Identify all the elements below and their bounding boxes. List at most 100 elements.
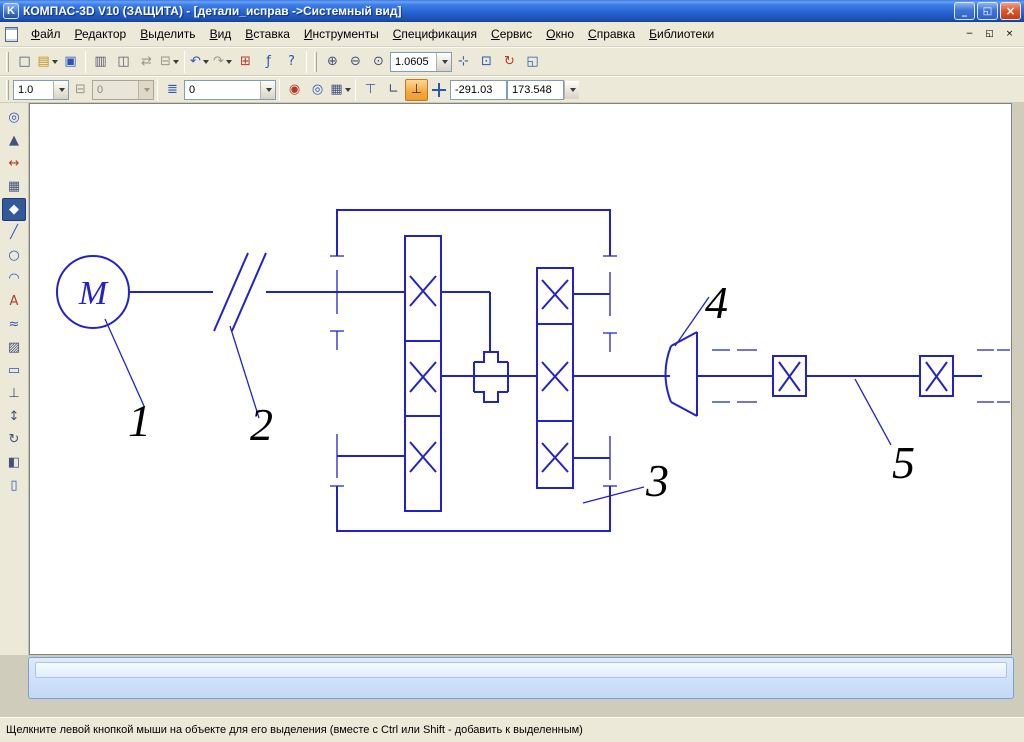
text-tool-button[interactable]: А: [2, 290, 26, 313]
combo-dropdown-button[interactable]: [260, 80, 275, 99]
print-button[interactable]: ▥: [89, 51, 112, 73]
circle-tool-button[interactable]: ○: [2, 244, 26, 267]
toolbar-grip[interactable]: [6, 79, 9, 100]
menu-item[interactable]: Редактор: [74, 27, 127, 41]
toolbar-grip[interactable]: [6, 51, 9, 72]
chevron-down-icon: [202, 59, 209, 64]
diagram-label-4[interactable]: 4: [705, 277, 728, 328]
library-manager-button[interactable]: ⊞: [234, 51, 257, 73]
diagram-label-3[interactable]: 3: [645, 455, 669, 506]
kinematic-diagram[interactable]: M 1 2 3 4 5: [30, 104, 1011, 654]
property-bar[interactable]: [28, 657, 1014, 699]
local-csys-button[interactable]: ⊤: [359, 79, 382, 101]
print-preview-button[interactable]: ◫: [112, 51, 135, 73]
combo-dropdown-button[interactable]: [53, 80, 68, 99]
mdi-restore-button[interactable]: ◱: [981, 27, 998, 42]
menu-item[interactable]: Файл: [31, 27, 61, 41]
title-bar[interactable]: K КОМПАС-3D V10 (ЗАЩИТА) - [детали_испра…: [0, 0, 1024, 22]
gear-block-left[interactable]: [404, 235, 442, 512]
global-snaps-button[interactable]: ◉: [283, 79, 306, 101]
dimension-tool-button[interactable]: ↕: [2, 405, 26, 428]
leader-lines[interactable]: [104, 296, 892, 504]
menu-bar: Файл Редактор Выделить Вид Вставка Инструмент…: [0, 22, 1024, 47]
open-document-button[interactable]: ▤: [36, 51, 59, 73]
coordinate-y-field[interactable]: 173.548: [507, 79, 564, 100]
zoom-scale-combo[interactable]: 1.0605: [390, 51, 452, 72]
sheet-tool-button[interactable]: ▯: [2, 474, 26, 497]
window-title: КОМПАС-3D V10 (ЗАЩИТА) - [детали_исправ …: [23, 4, 402, 18]
show-all-button[interactable]: ◱: [521, 51, 544, 73]
close-button[interactable]: ×: [1000, 2, 1021, 20]
perpendicular-tool-button[interactable]: ⊥: [2, 382, 26, 405]
menu-item[interactable]: Вид: [209, 27, 232, 41]
drawing-canvas[interactable]: M 1 2 3 4 5: [29, 103, 1012, 655]
output-gear-boxes[interactable]: [772, 355, 954, 397]
spline-tool-button[interactable]: ≈: [2, 313, 26, 336]
redo-button[interactable]: ↷: [211, 51, 234, 73]
arc-tool-button[interactable]: ◠: [2, 267, 26, 290]
menu-item[interactable]: Библиотеки: [649, 27, 715, 41]
motor-letter[interactable]: M: [78, 275, 109, 312]
cursor-step-combo[interactable]: 1.0: [13, 79, 69, 100]
diagram-label-2[interactable]: 2: [250, 399, 273, 450]
context-help-button[interactable]: ?: [280, 51, 303, 73]
menu-item[interactable]: Сервис: [491, 27, 533, 41]
current-layer-combo[interactable]: 0: [184, 79, 276, 100]
coordinate-x-field[interactable]: -291.03: [450, 79, 507, 100]
select-tool-button[interactable]: ▲: [2, 129, 26, 152]
document-properties-button[interactable]: ⊟: [158, 51, 181, 73]
menu-item[interactable]: Выделить: [140, 27, 196, 41]
convert-button[interactable]: ⇄: [135, 51, 158, 73]
zoom-in-button[interactable]: ⊕: [321, 51, 344, 73]
angle-snap-button[interactable]: ∟: [382, 79, 405, 101]
bevel-gear-symbol[interactable]: [664, 331, 698, 417]
zoom-selected-button[interactable]: ⊙: [367, 51, 390, 73]
grid-button[interactable]: ▦: [329, 79, 352, 101]
geometry-tool-button[interactable]: ◆: [2, 198, 26, 221]
pan-button[interactable]: ⊹: [452, 51, 475, 73]
undo-button[interactable]: ↶: [188, 51, 211, 73]
rounding-button[interactable]: ◎: [306, 79, 329, 101]
combo-dropdown-button[interactable]: [436, 52, 451, 71]
restore-button[interactable]: ◱: [977, 2, 998, 20]
document-icon[interactable]: [5, 26, 18, 42]
mdi-minimize-button[interactable]: −: [961, 27, 978, 42]
diagram-label-5[interactable]: 5: [892, 437, 915, 488]
ortho-drawing-button[interactable]: ⊥: [405, 78, 428, 101]
spinner-dropdown-button[interactable]: [138, 80, 153, 99]
rectangle-tool-button[interactable]: ▭: [2, 359, 26, 382]
save-button[interactable]: ▣: [59, 51, 82, 73]
minimize-button[interactable]: _: [954, 2, 975, 20]
zoom-out-button[interactable]: ⊖: [344, 51, 367, 73]
mirror-tool-button[interactable]: ◧: [2, 451, 26, 474]
shaft-lines[interactable]: [337, 291, 982, 459]
rotate-tool-button[interactable]: ↻: [2, 428, 26, 451]
hatch-tool-button[interactable]: ▨: [2, 336, 26, 359]
diagram-label-1[interactable]: 1: [128, 395, 151, 446]
coordinate-dropdown-button[interactable]: [564, 80, 579, 99]
toolbar-grip[interactable]: [314, 51, 317, 72]
menu-item[interactable]: Инструменты: [303, 27, 379, 41]
variables-button[interactable]: ƒ: [257, 51, 280, 73]
measure-tool-button[interactable]: ↔: [2, 152, 26, 175]
mdi-close-button[interactable]: ×: [1001, 27, 1018, 42]
refresh-button[interactable]: ↻: [498, 51, 521, 73]
menu-item[interactable]: Вставка: [245, 27, 290, 41]
menu-item[interactable]: Окно: [546, 27, 575, 41]
motor-symbol[interactable]: [56, 255, 213, 329]
zoom-tool-button[interactable]: ◎: [2, 106, 26, 129]
grid-tool-button[interactable]: ▦: [2, 175, 26, 198]
new-document-button[interactable]: □: [13, 51, 36, 73]
bearing-symbols[interactable]: [330, 255, 1010, 487]
step-spinner-field[interactable]: 0: [92, 79, 154, 100]
copy-properties-button[interactable]: ⊟: [69, 79, 92, 101]
gearbox-frame[interactable]: [336, 209, 611, 532]
menu-item[interactable]: Спецификация: [392, 27, 478, 41]
line-tool-button[interactable]: ╱: [2, 221, 26, 244]
zoom-area-button[interactable]: ⊡: [475, 51, 498, 73]
layers-button[interactable]: ≣: [161, 79, 184, 101]
clutch-symbol[interactable]: [473, 351, 509, 403]
coupling-symbol[interactable]: [213, 252, 405, 332]
menu-item[interactable]: Справка: [588, 27, 636, 41]
gear-block-right[interactable]: [536, 267, 574, 489]
